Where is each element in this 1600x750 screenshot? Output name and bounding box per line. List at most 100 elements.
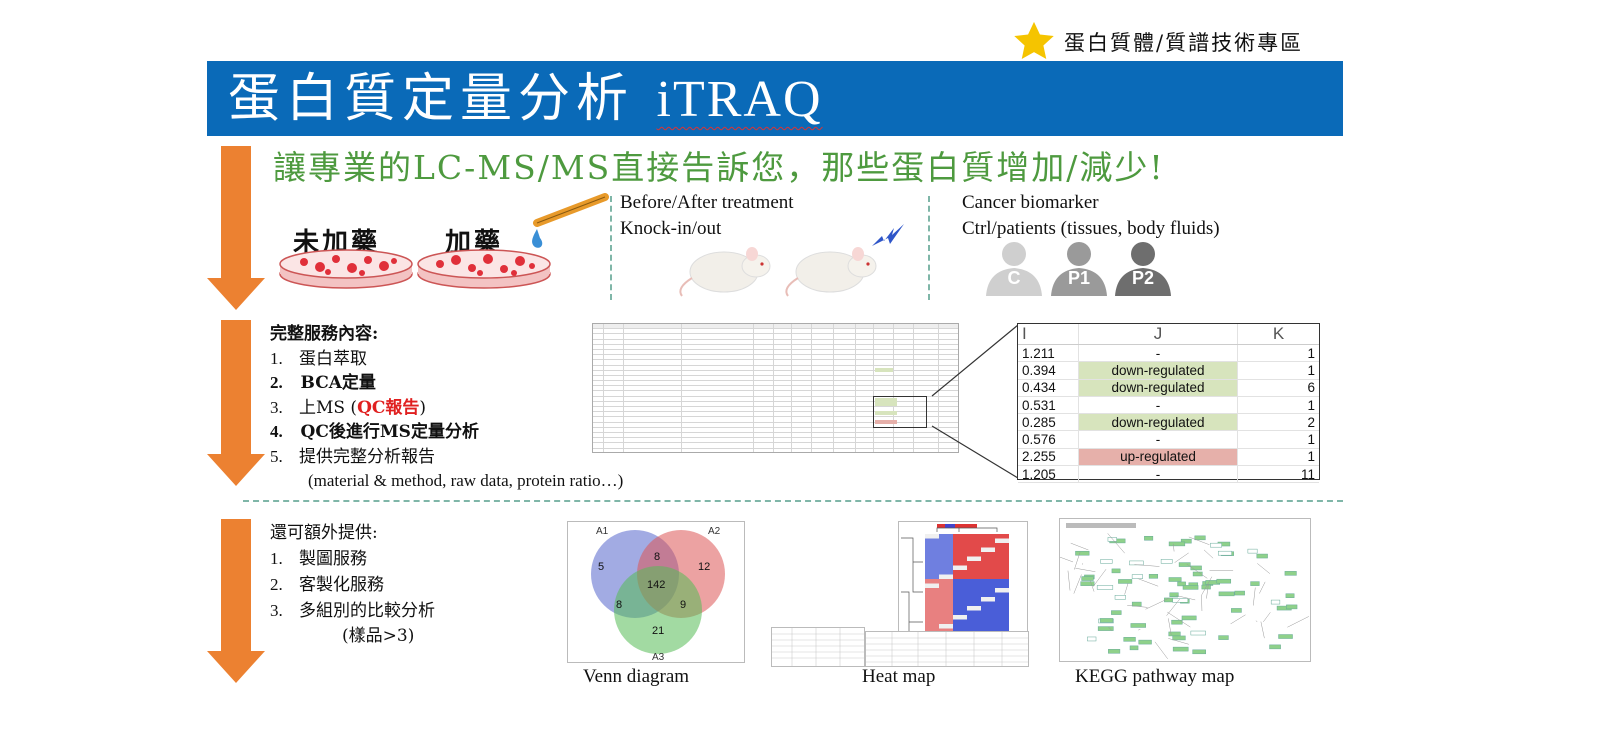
zoom-table-row: 1.211-1	[1018, 344, 1319, 363]
extra-item-1: 1. 製圖服務	[270, 549, 367, 569]
kegg-figure	[1054, 518, 1311, 662]
treatment-line-2: Knock-in/out	[620, 218, 722, 239]
zoom-table-row: 0.531-1	[1018, 396, 1319, 415]
zoom-table-row: 1.205-11	[1018, 465, 1319, 484]
venn-caption: Venn diagram	[583, 666, 690, 687]
qc-report-highlight: QC報告	[357, 397, 420, 418]
flow-arrow-2	[207, 320, 265, 486]
service-item-3: 3. 上MS (QC報告)	[270, 397, 427, 418]
service-item-2: 2. BCA定量	[270, 373, 376, 393]
venn-circle-a3	[614, 566, 702, 654]
petri-dish-treated-icon	[417, 249, 551, 289]
page-title-en: iTRAQ	[656, 71, 823, 128]
regulation-cell: up-regulated	[1078, 448, 1238, 467]
biomarker-text: Cancer biomarker Ctrl/patients (tissues,…	[962, 190, 1220, 242]
treatment-line-1: Before/After treatment	[620, 192, 794, 213]
patient-label-p1: P1	[1067, 268, 1091, 288]
patient-icon-p1: P1	[1047, 240, 1111, 296]
venn-value-a2-only: 12	[698, 561, 710, 573]
ratio-cell: 1.211	[1018, 344, 1079, 363]
ratio-cell: 0.434	[1018, 379, 1079, 397]
ratio-cell: 1.205	[1018, 465, 1079, 484]
ratio-cell: 0.285	[1018, 413, 1079, 432]
extra-service-list: 還可額外提供: 1. 製圖服務 2. 客製化服務 3. 多組別的比較分析 (樣品…	[270, 521, 435, 649]
extra-item-3: 3. 多組別的比較分析	[270, 601, 435, 621]
subtitle: 讓專業的LC-MS/MS直接告訴您，那些蛋白質增加/減少!	[273, 148, 1165, 187]
title-banner	[207, 61, 1343, 136]
regulation-cell: -	[1078, 396, 1238, 415]
heatmap-caption: Heat map	[862, 666, 936, 687]
regulation-cell: down-regulated	[1078, 379, 1238, 397]
heatmap-table-left	[771, 627, 865, 667]
patient-icon-c: C	[982, 240, 1046, 296]
extra-item-2: 2. 客製化服務	[270, 575, 384, 595]
venn-value-all: 142	[647, 579, 665, 591]
patient-label-c: C	[1007, 268, 1021, 288]
venn-value-a2-a3: 9	[680, 599, 686, 611]
page-title-zh: 蛋白質定量分析	[228, 69, 657, 129]
extra-note: (樣品>3)	[342, 626, 415, 646]
venn-label-a3: A3	[652, 652, 665, 662]
biomarker-line-1: Cancer biomarker	[962, 192, 1099, 213]
count-cell: 1	[1237, 430, 1319, 449]
section-divider	[243, 500, 1343, 502]
mouse-icon	[679, 247, 771, 297]
regulation-cell: -	[1078, 465, 1238, 484]
count-cell: 1	[1237, 361, 1319, 380]
biomarker-line-2: Ctrl/patients (tissues, body fluids)	[962, 218, 1220, 239]
regulation-cell: down-regulated	[1078, 413, 1238, 432]
venn-label-a2: A2	[708, 526, 721, 537]
regulation-cell: down-regulated	[1078, 361, 1238, 380]
ratio-cell: 0.531	[1018, 396, 1079, 415]
star-icon	[1014, 21, 1054, 60]
service-heading: 完整服務內容:	[270, 324, 379, 344]
count-cell: 11	[1237, 465, 1319, 484]
kegg-caption: KEGG pathway map	[1075, 666, 1235, 687]
extra-heading: 還可額外提供:	[270, 523, 378, 543]
section-tag: 蛋白質體/質譜技術專區	[1010, 21, 1304, 62]
page-title: 蛋白質定量分析 iTRAQ	[228, 64, 823, 135]
count-cell: 1	[1237, 344, 1319, 363]
venn-value-a1-a3: 8	[616, 599, 622, 611]
venn-value-a1-only: 5	[598, 561, 604, 573]
count-cell: 1	[1237, 396, 1319, 415]
count-cell: 1	[1237, 448, 1319, 467]
patient-icon-p2: P2	[1111, 240, 1175, 296]
ratio-cell: 0.394	[1018, 361, 1079, 380]
venn-label-a1: A1	[596, 526, 609, 537]
mouse-knockout-icon	[785, 247, 877, 297]
divider-2	[928, 196, 930, 300]
section-tag-label: 蛋白質體/質譜技術專區	[1064, 31, 1304, 55]
venn-value-a1-a2: 8	[654, 551, 660, 563]
heatmap-table-right	[865, 631, 1029, 667]
service-item-1: 1. 蛋白萃取	[270, 348, 367, 369]
service-item-5: 5. 提供完整分析報告	[270, 446, 435, 467]
patient-label-p2: P2	[1131, 268, 1155, 288]
spreadsheet-thumbnail	[592, 323, 959, 453]
lightning-icon	[872, 224, 904, 246]
treatment-text: Before/After treatment Knock-in/out	[620, 190, 794, 242]
regulation-cell: -	[1078, 430, 1238, 449]
count-cell: 6	[1237, 379, 1319, 397]
flow-arrow-1	[207, 146, 265, 310]
zoom-connector	[931, 324, 1019, 479]
petri-dish-control-icon	[279, 249, 413, 289]
ratio-cell: 2.255	[1018, 448, 1079, 467]
service-note: (material & method, raw data, protein ra…	[308, 471, 624, 490]
divider-1	[610, 196, 612, 300]
service-item-4: 4. QC後進行MS定量分析	[270, 422, 479, 442]
venn-figure: A1 A2 A3 5 12 21 8 8 9 142	[567, 521, 745, 663]
ratio-cell: 0.576	[1018, 430, 1079, 449]
zoom-table-row: 0.576-1	[1018, 430, 1319, 449]
zoom-table-header: I J K	[1018, 324, 1319, 345]
regulation-cell: -	[1078, 344, 1238, 363]
flow-arrow-3	[207, 519, 265, 683]
venn-value-a3-only: 21	[652, 625, 664, 637]
pipette-drop-icon	[532, 193, 609, 248]
count-cell: 2	[1237, 413, 1319, 432]
